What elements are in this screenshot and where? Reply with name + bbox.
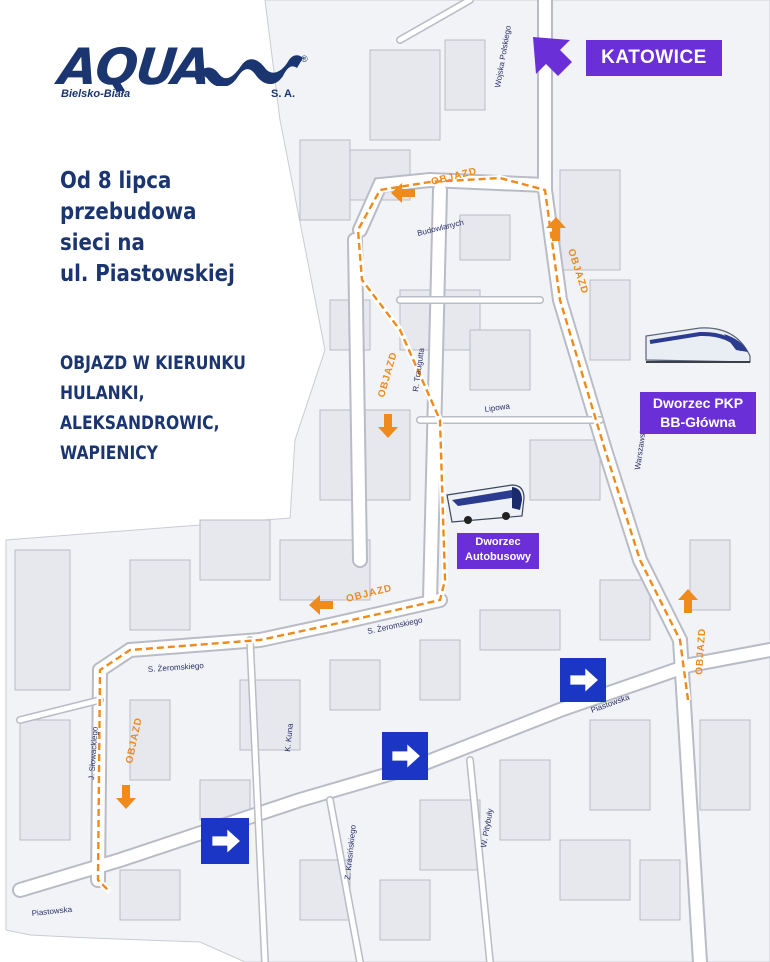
katowice-label: KATOWICE: [586, 40, 722, 76]
train-station-line: Dworzec PKP: [652, 395, 744, 411]
detour-label: OBJAZD: [694, 627, 708, 675]
direction-sign-icon: [382, 732, 428, 780]
street-label: K. Kuna: [283, 722, 295, 752]
bus-station-label: Dworzec Autobusowy: [457, 533, 539, 569]
logo-city: Bielsko-Biała: [61, 88, 131, 100]
street-label: J. Słowackiego: [87, 726, 100, 780]
logo-suffix: S. A.: [271, 88, 296, 100]
detour-route: [95, 175, 691, 895]
headline-line: ul. Piastowskiej: [60, 261, 235, 287]
bus-station-line: Dworzec: [475, 536, 521, 548]
arrow-up-left-icon: [533, 37, 572, 76]
headline-line: Od 8 lipca: [60, 168, 172, 194]
detour-info-line: WAPIENICY: [60, 442, 158, 464]
street-label: S. Żeromskiego: [148, 661, 205, 674]
train-station-label: Dworzec PKP BB-Główna: [640, 392, 756, 434]
bus-icon: [446, 484, 525, 524]
detour-info-line: ALEKSANDROWIC,: [60, 412, 220, 434]
registered-mark: ®: [301, 54, 308, 64]
direction-signs: [201, 658, 606, 864]
train-station-line: BB-Główna: [660, 414, 736, 430]
street-label: Lipowa: [484, 401, 511, 414]
street-label: Piastowska: [31, 905, 73, 918]
aqua-logo: AQUA ® Bielsko-Biała S. A.: [55, 38, 315, 110]
logo-word: AQUA: [55, 38, 213, 96]
headline-line: sieci na: [60, 230, 145, 256]
waves-icon: [195, 55, 303, 86]
detour-info-line: HULANKI,: [60, 382, 145, 404]
direction-sign-icon: [560, 658, 606, 702]
headline-line: przebudowa: [60, 199, 197, 225]
detour-info: OBJAZD W KIERUNKU HULANKI, ALEKSANDROWIC…: [60, 348, 273, 468]
train-icon: [645, 327, 751, 363]
detour-info-line: OBJAZD W KIERUNKU: [60, 352, 246, 374]
headline: Od 8 lipca przebudowa sieci na ul. Piast…: [60, 166, 284, 290]
bus-station-line: Autobusowy: [465, 551, 531, 563]
direction-sign-icon: [201, 818, 249, 864]
